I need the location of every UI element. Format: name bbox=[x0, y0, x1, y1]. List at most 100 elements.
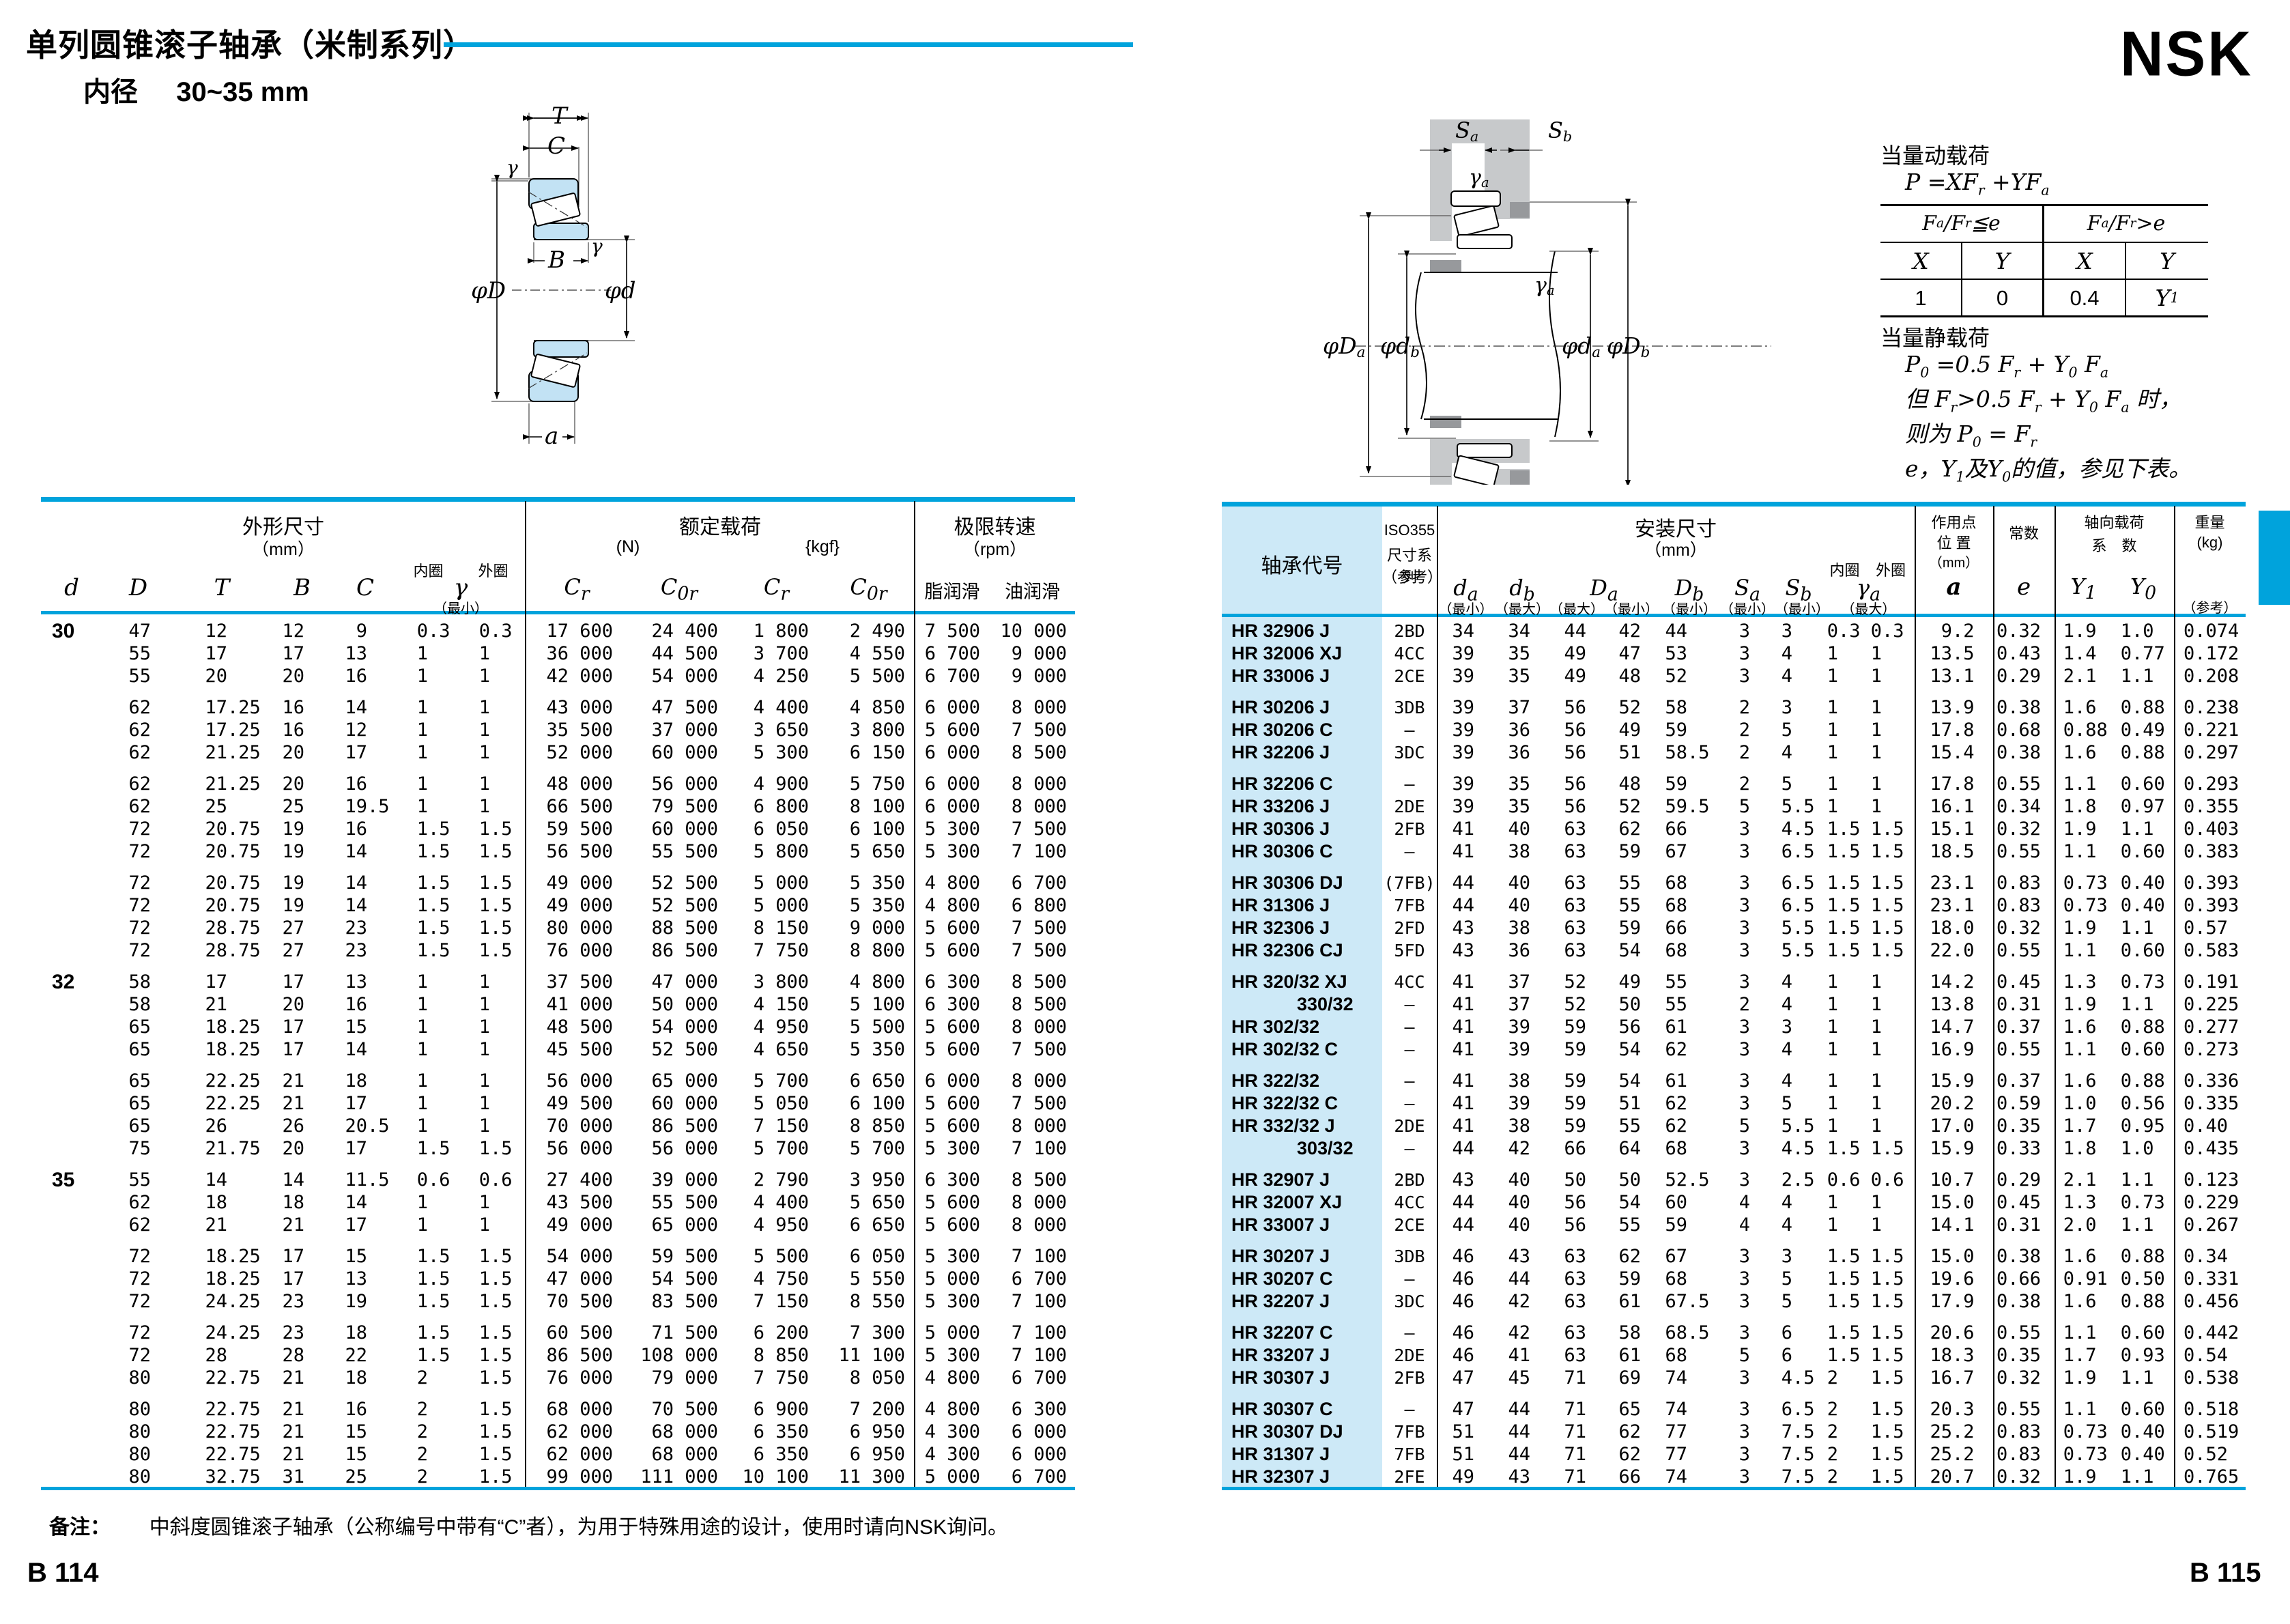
table-cell: 0.6 bbox=[478, 1169, 513, 1191]
table-cell: 19 bbox=[345, 1291, 367, 1312]
table-cell: 68 bbox=[1665, 895, 1687, 916]
table-cell: 63 bbox=[1564, 1291, 1586, 1312]
table-cell: 5 700 bbox=[849, 1138, 905, 1159]
table-cell: 1.5 bbox=[478, 1399, 513, 1420]
table-cell: 3 bbox=[1738, 1039, 1750, 1060]
qual-db: （最大） bbox=[1495, 602, 1549, 617]
table-cell: 54 bbox=[1618, 940, 1641, 961]
table-cell: 16.1 bbox=[1930, 796, 1975, 817]
table-cell: 1 bbox=[1870, 697, 1882, 718]
table-cell: 1.5 bbox=[416, 895, 450, 916]
table-cell: 1.5 bbox=[1870, 872, 1904, 894]
table-cell: 111 000 bbox=[640, 1466, 718, 1487]
bore-diameter-cell bbox=[41, 818, 102, 840]
table-cell: 56 bbox=[1564, 1192, 1586, 1213]
table-cell: 6 100 bbox=[849, 1093, 905, 1114]
iso-series-cell: 3DC bbox=[1394, 1292, 1425, 1311]
table-cell: 67 bbox=[1665, 841, 1687, 862]
table-cell: 5 000 bbox=[924, 1466, 980, 1487]
table-cell: 6 800 bbox=[753, 796, 809, 817]
outer-ring-label-r: 外圈 bbox=[1875, 562, 1906, 579]
table-cell: 5 700 bbox=[753, 1070, 809, 1092]
table-cell: 3 bbox=[1781, 1246, 1792, 1267]
table-cell: 0.34 bbox=[2184, 1246, 2229, 1267]
bore-diameter-cell bbox=[41, 894, 102, 917]
table-cell: 18 bbox=[345, 1070, 367, 1092]
table-cell: 56 bbox=[1564, 742, 1586, 763]
bore-diameter-cell bbox=[41, 1115, 102, 1137]
subtitle-label: 内径 bbox=[83, 77, 138, 107]
table-cell: 62 bbox=[1665, 1115, 1687, 1137]
bearing-code-cell: HR 32207 J bbox=[1231, 1291, 1330, 1311]
left-table-divider-1 bbox=[525, 501, 526, 1488]
table-cell: 1 bbox=[478, 720, 490, 741]
bearing-code-cell: HR 32206 J bbox=[1231, 742, 1330, 763]
table-cell: 17 bbox=[345, 1214, 367, 1236]
table-cell: 13.1 bbox=[1930, 666, 1975, 687]
col-d: d bbox=[64, 574, 79, 601]
iso-series-cell: – bbox=[1404, 1139, 1415, 1158]
table-cell: 4 bbox=[1781, 742, 1792, 763]
table-cell: 1.5 bbox=[416, 872, 450, 894]
table-cell: 1 bbox=[1870, 1039, 1882, 1060]
table-cell: 5 300 bbox=[924, 841, 980, 862]
table-cell: 62 bbox=[128, 720, 151, 741]
table-cell: 1.5 bbox=[1827, 1246, 1861, 1267]
bore-diameter-cell bbox=[41, 665, 102, 687]
table-cell: 1 bbox=[478, 994, 490, 1015]
table-cell: 13 bbox=[345, 1268, 367, 1290]
table-cell: 62 000 bbox=[546, 1444, 613, 1465]
table-cell: 54 bbox=[1618, 1070, 1641, 1092]
table-cell: 11.5 bbox=[345, 1169, 390, 1191]
table-cell: 0.45 bbox=[1996, 1192, 2041, 1213]
table-cell: 1 bbox=[478, 796, 490, 817]
table-cell: 56 000 bbox=[546, 1138, 613, 1159]
table-cell: 5 bbox=[1738, 796, 1750, 817]
table-cell: 7.5 bbox=[1781, 1421, 1815, 1442]
table-cell: 41 bbox=[1452, 1093, 1474, 1114]
table-cell: 1.5 bbox=[416, 1345, 450, 1366]
table-cell: 37 bbox=[1508, 994, 1530, 1015]
bearing-code-cell: HR 30306 DJ bbox=[1231, 872, 1343, 893]
table-cell: 61 bbox=[1665, 1070, 1687, 1092]
table-cell: 5 000 bbox=[753, 895, 809, 916]
table-cell: 0.49 bbox=[2120, 720, 2165, 741]
table-cell: 16.9 bbox=[1930, 1039, 1975, 1060]
table-cell: 2 490 bbox=[849, 621, 905, 642]
table-cell: 63 bbox=[1564, 1246, 1586, 1267]
table-cell: 0.40 bbox=[2184, 1115, 2229, 1137]
table-cell: 20.5 bbox=[345, 1115, 390, 1137]
table-cell: 4 bbox=[1781, 1070, 1792, 1092]
table-cell: 40 bbox=[1508, 1169, 1530, 1191]
table-cell: 8 000 bbox=[1011, 1070, 1067, 1092]
table-cell: 16 bbox=[345, 818, 367, 840]
table-cell: 71 bbox=[1564, 1444, 1586, 1465]
table-cell: 8 850 bbox=[849, 1115, 905, 1137]
table-cell: 51 bbox=[1452, 1421, 1474, 1442]
table-cell: 2 bbox=[416, 1466, 428, 1487]
table-cell: 8 000 bbox=[1011, 1115, 1067, 1137]
weight-label: 重量 bbox=[2194, 514, 2225, 531]
table-cell: 2 bbox=[416, 1444, 428, 1465]
table-cell: 1 bbox=[1827, 1070, 1838, 1092]
page-title: 单列圆锥滚子轴承（米制系列） bbox=[26, 27, 475, 63]
iso-series-cell: 3DB bbox=[1394, 1247, 1425, 1266]
table-cell: 8 550 bbox=[849, 1291, 905, 1312]
bearing-code-cell: HR 30206 C bbox=[1231, 720, 1333, 740]
table-cell: 41 bbox=[1452, 1070, 1474, 1092]
table-cell: 1.5 bbox=[416, 841, 450, 862]
table-cell: 1 bbox=[1827, 773, 1838, 795]
table-cell: 47 bbox=[1452, 1399, 1474, 1420]
table-cell: 7 750 bbox=[753, 940, 809, 961]
table-cell: 37 000 bbox=[651, 720, 718, 741]
table-cell: 43 bbox=[1508, 1466, 1530, 1487]
dim-a-label: a bbox=[545, 423, 558, 450]
table-cell: 5 bbox=[1738, 1115, 1750, 1137]
table-cell: 55 bbox=[1618, 895, 1641, 916]
table-cell: 0.55 bbox=[1996, 940, 2041, 961]
table-cell: 0.37 bbox=[1996, 1016, 2041, 1038]
